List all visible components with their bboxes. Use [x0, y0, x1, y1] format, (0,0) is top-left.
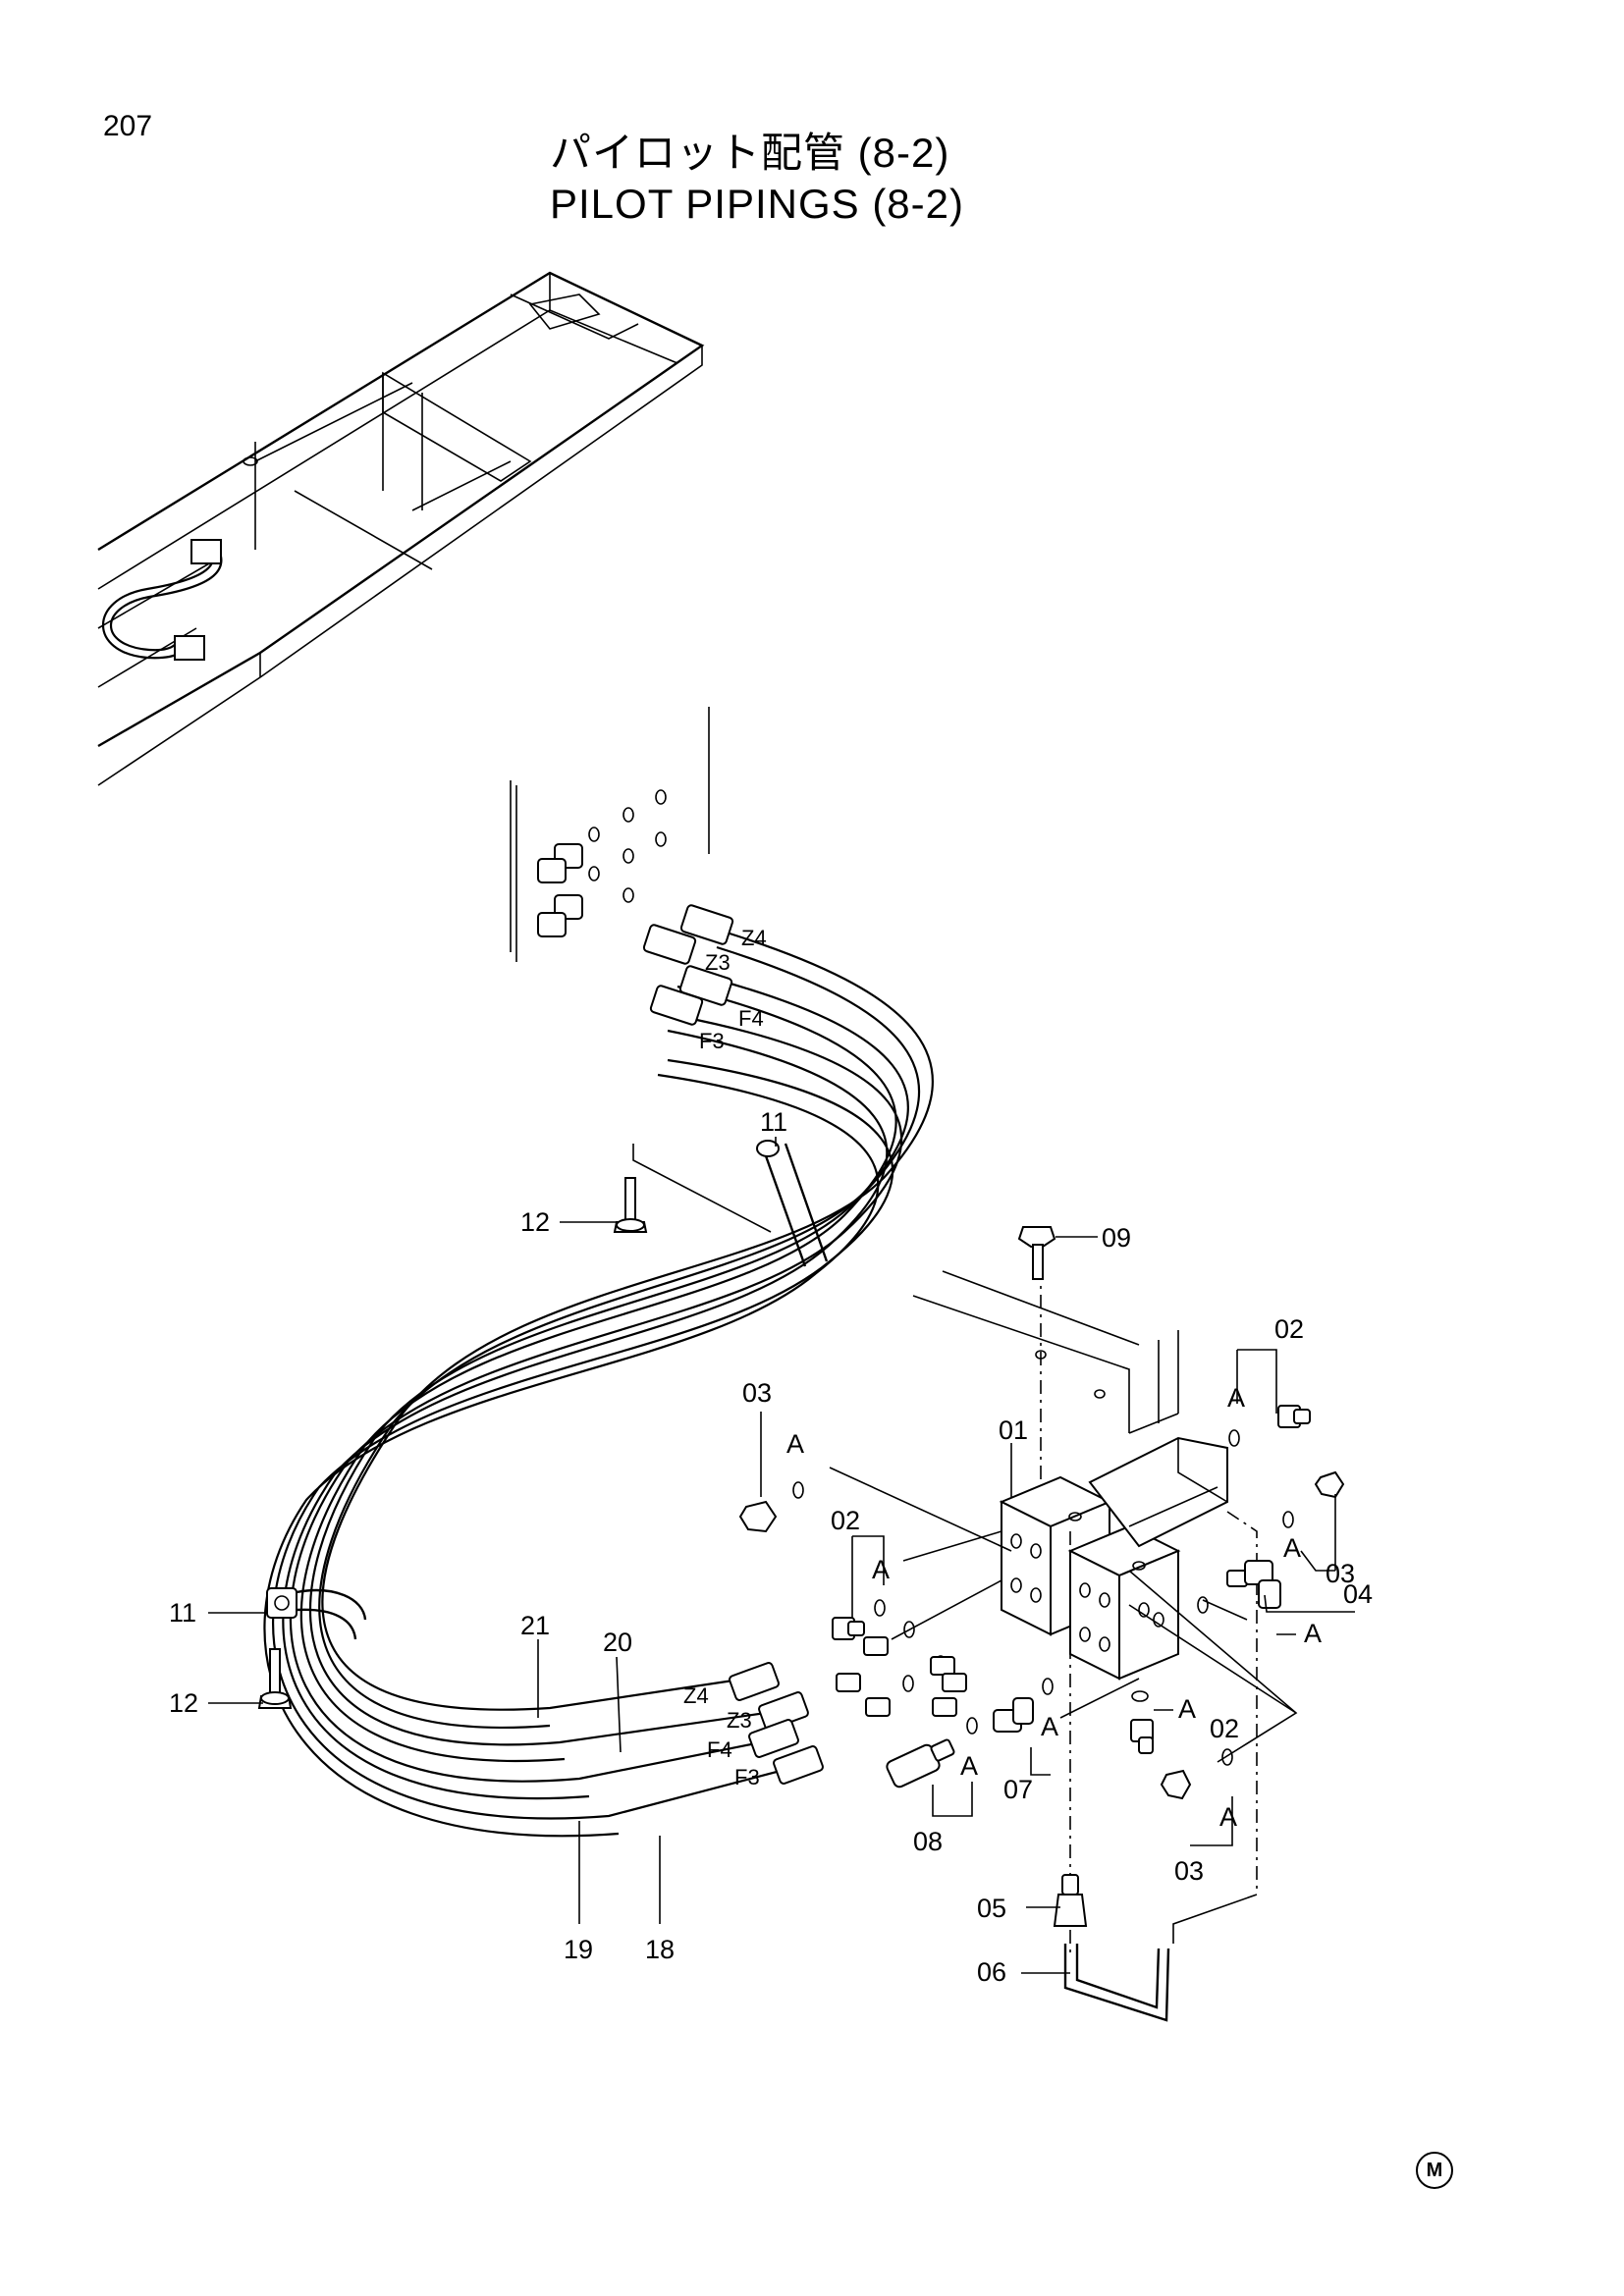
bolt-12-lower — [257, 1648, 293, 1709]
callout-06: 06 — [977, 1957, 1006, 1987]
callout-A-3: A — [872, 1555, 890, 1584]
port-label-f4-bottom: F4 — [707, 1737, 732, 1762]
bolt-09 — [1017, 1226, 1056, 1280]
mounting-bracket — [912, 1270, 1179, 1434]
elbow-07 — [993, 1697, 1034, 1733]
hose-bundle — [263, 931, 934, 1838]
port-label-z4-bottom: Z4 — [683, 1683, 709, 1708]
adapter-cluster — [836, 1570, 1248, 1717]
callout-03-bottom: 03 — [1174, 1856, 1204, 1886]
callout-12-lower: 12 — [169, 1688, 198, 1718]
port-label-z4-top: Z4 — [741, 926, 767, 950]
callout-09: 09 — [1102, 1223, 1131, 1253]
callout-02-top: 02 — [1274, 1314, 1304, 1344]
upper-frame — [97, 271, 705, 786]
callout-19: 19 — [564, 1935, 593, 1964]
page-number: 207 — [103, 110, 153, 142]
callout-08: 08 — [913, 1827, 943, 1856]
callout-A-9: A — [1219, 1802, 1237, 1832]
callout-05: 05 — [977, 1894, 1006, 1923]
callout-01: 01 — [999, 1415, 1028, 1445]
bolt-12-upper — [613, 1177, 648, 1233]
callout-02-middle: 02 — [831, 1506, 860, 1535]
tube-06 — [1063, 1944, 1170, 2022]
check-valve-08 — [886, 1738, 955, 1789]
port-label-z3-top: Z3 — [705, 950, 731, 975]
callout-02-bottom: 02 — [1210, 1714, 1239, 1743]
callout-A-7: A — [1041, 1712, 1058, 1741]
callout-A-5: A — [1304, 1619, 1322, 1648]
port-label-f4-top: F4 — [738, 1006, 764, 1031]
hose-fittings-bottom — [729, 1662, 824, 1785]
page-title: パイロット配管 (8-2) PILOT PIPINGS (8-2) — [550, 128, 964, 230]
port-label-f3-top: F3 — [699, 1029, 725, 1053]
fittings-02 — [832, 1405, 1311, 1754]
callout-18: 18 — [645, 1935, 675, 1964]
callout-A-4: A — [1283, 1533, 1301, 1563]
callout-A-6: A — [1178, 1694, 1196, 1724]
clamp-upper — [632, 1140, 829, 1267]
fitting-05 — [1053, 1874, 1088, 1927]
callout-04: 04 — [1343, 1579, 1373, 1609]
callout-A-1: A — [1227, 1383, 1245, 1413]
bulkhead-plate — [510, 707, 710, 962]
title-japanese: パイロット配管 (8-2) — [550, 130, 950, 176]
callout-A-8: A — [960, 1751, 978, 1781]
callout-07: 07 — [1003, 1775, 1033, 1804]
hose-fittings-top — [642, 904, 734, 1026]
corner-mark: M — [1416, 2152, 1453, 2189]
title-english: PILOT PIPINGS (8-2) — [550, 181, 964, 227]
port-label-z3-bottom: Z3 — [727, 1708, 752, 1733]
leader-lines — [829, 1266, 1298, 1953]
callout-11-upper: 11 — [760, 1107, 787, 1137]
plugs-03 — [738, 1470, 1345, 1800]
callout-20: 20 — [603, 1628, 632, 1657]
callout-12-upper: 12 — [520, 1207, 550, 1237]
callout-A-2: A — [786, 1429, 804, 1459]
callout-11-lower: 11 — [169, 1598, 196, 1628]
port-label-f3-bottom: F3 — [734, 1765, 760, 1789]
callout-03-right: 03 — [1326, 1559, 1355, 1588]
solenoid-valve-block — [999, 1436, 1228, 1681]
callout-03-left: 03 — [742, 1378, 772, 1408]
clamp-lower — [266, 1587, 367, 1640]
elbow-04 — [1244, 1560, 1281, 1609]
callout-leaders — [208, 1137, 1355, 1974]
callout-21: 21 — [520, 1611, 550, 1640]
